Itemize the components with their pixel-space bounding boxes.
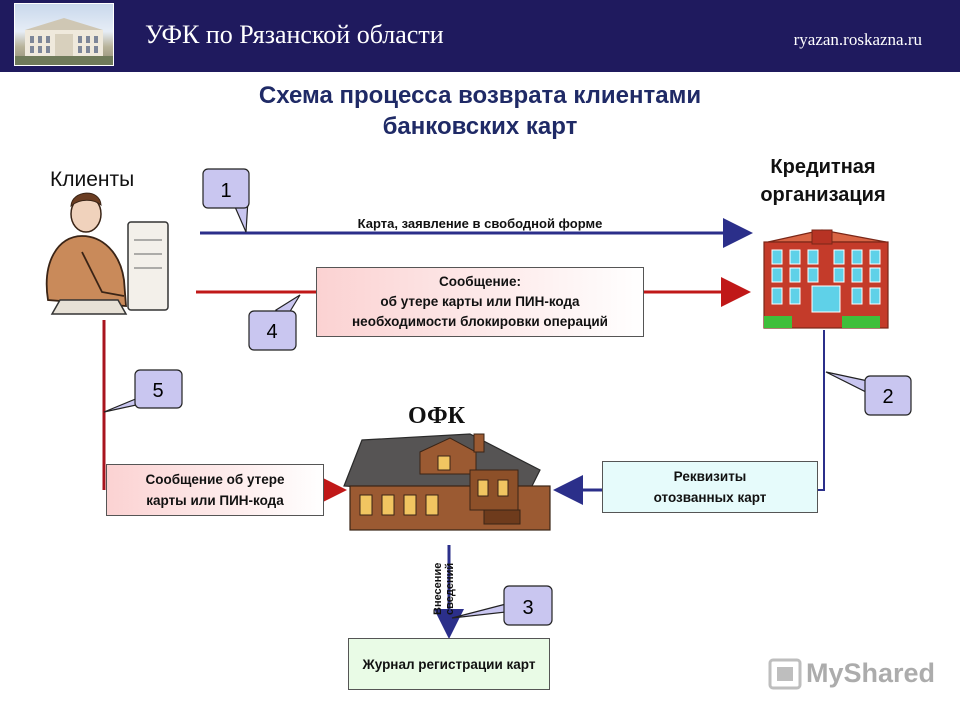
flow3-label-line: Внесение	[432, 563, 444, 615]
header-title: УФК по Рязанской области	[145, 20, 444, 49]
callout-1-number: 1	[220, 180, 231, 202]
slide-title: Схема процесса возврата клиентами банков…	[258, 82, 702, 140]
ofk-house	[343, 433, 551, 531]
journal-box: Журнал регистрации карт	[348, 638, 550, 690]
credit-org-building	[763, 229, 889, 329]
flow4-message-box: Сообщение: об утере карты или ПИН-кода н…	[316, 267, 644, 337]
flow5-message-box: Сообщение об утере карты или ПИН-кода	[106, 464, 324, 516]
clients-label: Клиенты	[50, 168, 135, 191]
callout-2-number: 2	[882, 386, 893, 408]
watermark-text: MyShared	[806, 658, 936, 688]
building-photo	[14, 3, 114, 66]
watermark-logo	[768, 658, 802, 690]
flow3-label-line: сведений	[444, 563, 456, 615]
callout-4-number: 4	[266, 321, 277, 343]
flow1-label: Карта, заявление в свободной форме	[357, 216, 603, 231]
credit-org-label: Кредитная организация	[760, 156, 886, 206]
callout-5	[103, 369, 183, 413]
flow2-line	[818, 330, 825, 491]
flow3-label: Внесениесведений	[432, 563, 456, 615]
callout-1	[202, 168, 250, 233]
flow2-requisites-box: Реквизиты отозванных карт	[602, 461, 818, 513]
flow3-label-vertical: Внесениесведений	[432, 563, 456, 615]
callout-3	[451, 585, 553, 626]
callout-2	[825, 371, 912, 416]
building-photo-drawing	[15, 18, 113, 65]
client-figure	[45, 192, 169, 315]
header-bar: УФК по Рязанской области ryazan.roskazna…	[0, 0, 960, 72]
ofk-label: ОФК	[408, 403, 465, 429]
callout-4	[248, 294, 301, 351]
callout-5-number: 5	[152, 380, 163, 402]
header-url[interactable]: ryazan.roskazna.ru	[793, 30, 922, 49]
callout-3-number: 3	[522, 597, 533, 619]
